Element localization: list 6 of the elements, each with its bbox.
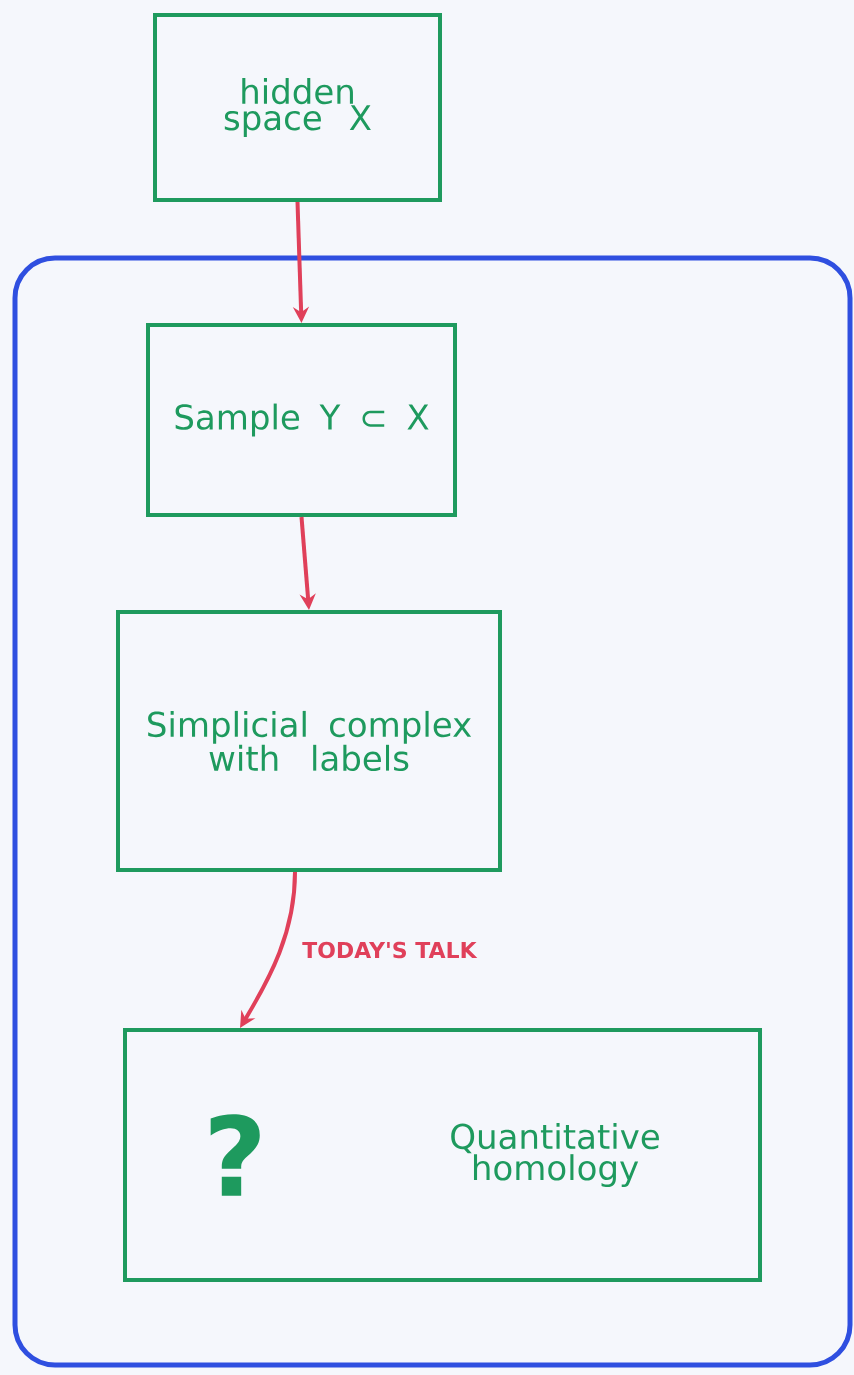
edge-label: TODAY'S TALK <box>300 939 479 961</box>
process-box: ? Quantitative homology <box>123 1028 762 1282</box>
process-box: Sample Y ⊂ X <box>146 323 457 517</box>
process-box: hidden space X <box>153 13 442 202</box>
process-box: Simplicial complex with labels <box>116 610 502 872</box>
group-frame <box>12 255 853 1368</box>
